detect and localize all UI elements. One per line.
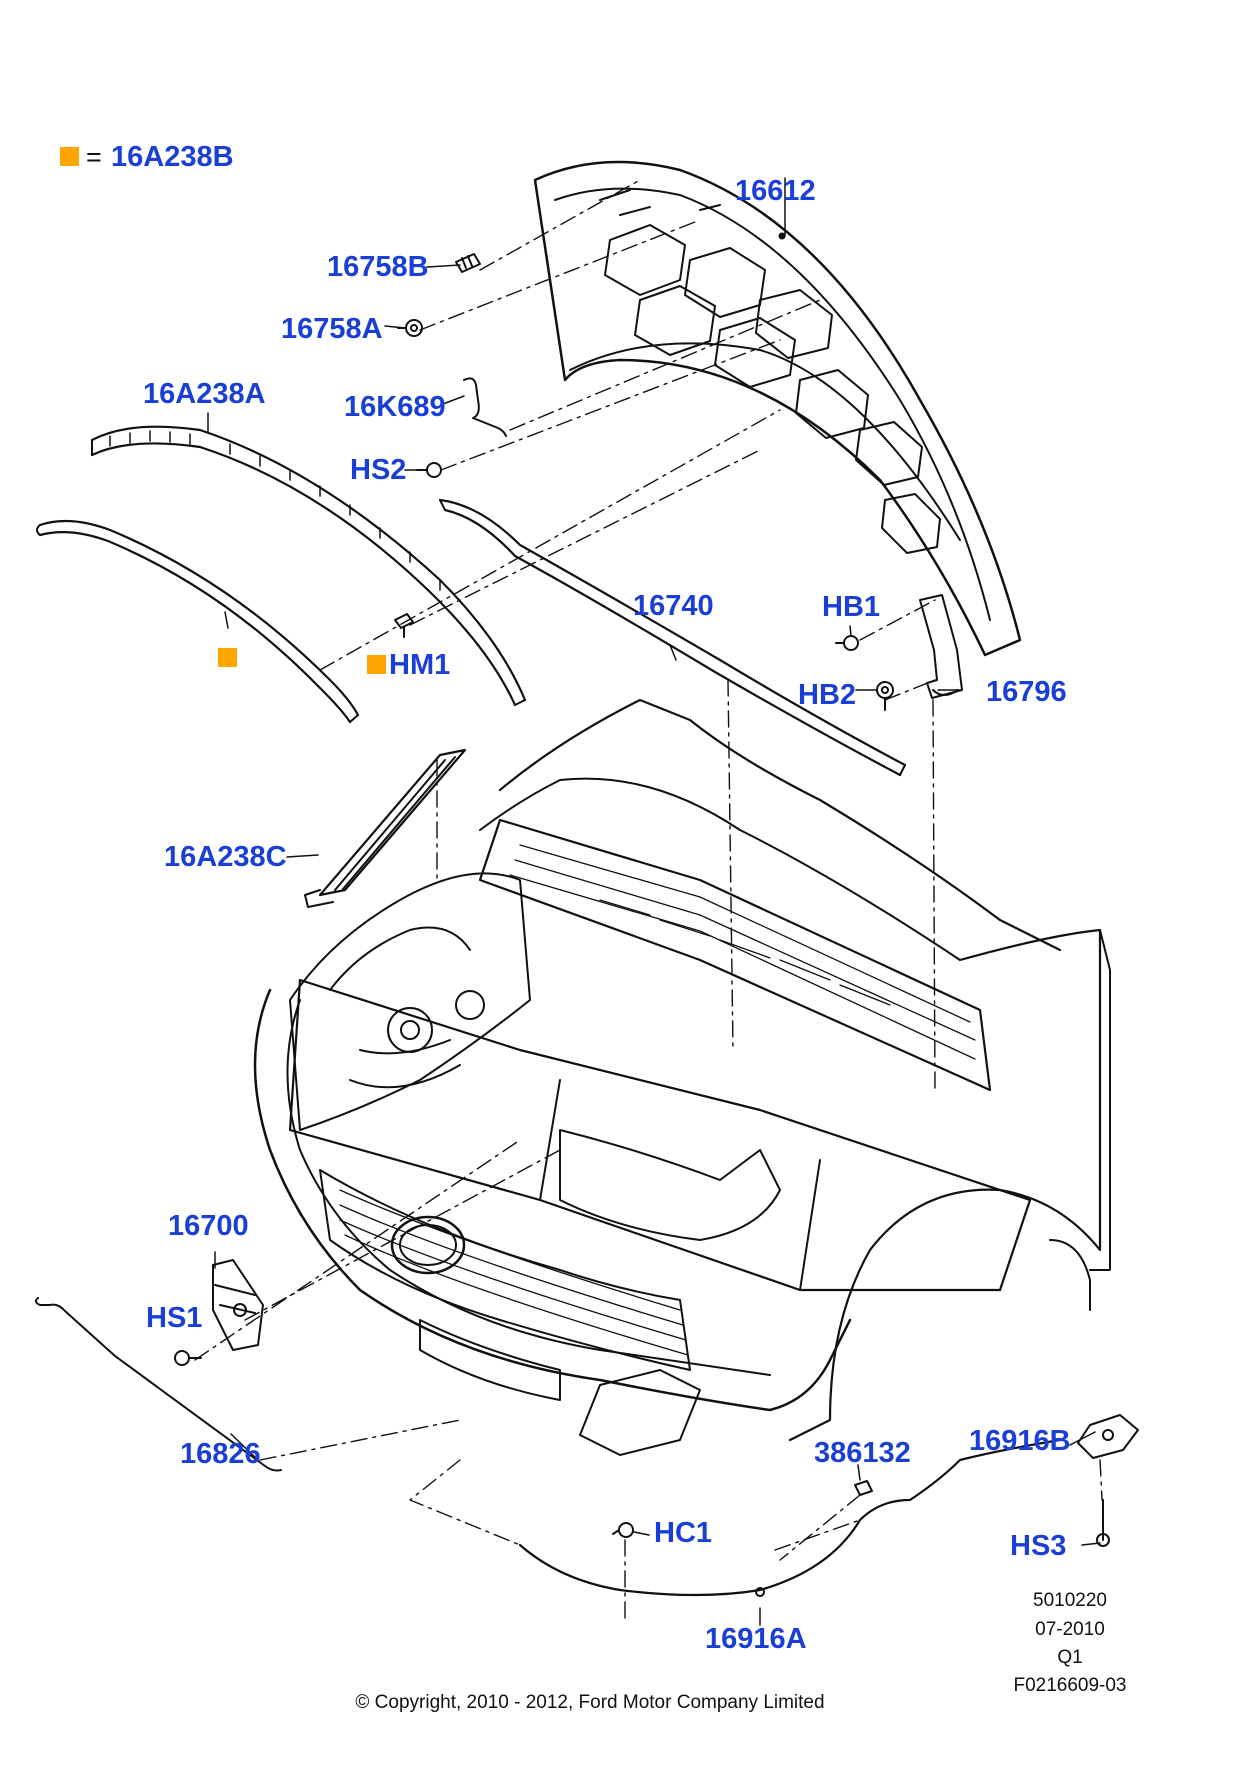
hinge-16796 [919,594,963,699]
drawing-reference: F0216609-03 [1013,1675,1127,1696]
latch-rod-16826 [34,1297,282,1472]
callout-16916a[interactable]: 16916A [705,1623,807,1655]
callout-16612[interactable]: 16612 [735,175,816,207]
clip-386132 [854,1480,873,1496]
hood-bumper-16758b [455,253,481,273]
release-handle-16916b [1077,1414,1139,1459]
hood-prop-rod-16k689 [463,377,507,437]
marker-hm1 [367,655,386,674]
latch-16700 [212,1259,264,1351]
legend-marker [60,147,79,166]
callout-hs1[interactable]: HS1 [146,1302,203,1334]
drawing-id: 5010220 [1033,1590,1107,1611]
callout-hb2[interactable]: HB2 [798,679,857,711]
clip-hm1 [394,613,414,638]
seal-16a238c [304,748,467,908]
seal-16a238a [90,425,527,707]
callout-16758a[interactable]: 16758A [281,313,383,345]
callout-16k689[interactable]: 16K689 [344,391,446,423]
callout-16796[interactable]: 16796 [986,676,1067,708]
callout-16740[interactable]: 16740 [633,590,714,622]
legend-equals: = [86,142,102,172]
callout-386132[interactable]: 386132 [814,1437,911,1469]
legend-part-label[interactable]: 16A238B [111,141,234,173]
callout-hm1[interactable]: HM1 [389,649,451,681]
drawing-revision: Q1 [1057,1647,1083,1668]
screw-hs3 [1096,1499,1110,1547]
bolt-hb1 [835,635,859,651]
drawing-date: 07-2010 [1035,1619,1105,1640]
hood-panel [533,160,1022,657]
callout-hb1[interactable]: HB1 [822,591,881,623]
callout-hs3[interactable]: HS3 [1010,1530,1067,1562]
callout-hc1[interactable]: HC1 [654,1517,713,1549]
callout-16a238a[interactable]: 16A238A [143,378,266,410]
callout-16700[interactable]: 16700 [168,1210,249,1242]
callout-16826[interactable]: 16826 [180,1438,261,1470]
callout-16a238c[interactable]: 16A238C [164,841,287,873]
callout-hs2[interactable]: HS2 [350,454,407,486]
callout-16758b[interactable]: 16758B [327,251,429,283]
copyright-notice: © Copyright, 2010 - 2012, Ford Motor Com… [355,1692,825,1713]
seal-16a238b [36,519,360,724]
seal-16740 [438,498,907,777]
clip-hc1 [612,1522,634,1538]
callout-16916b[interactable]: 16916B [969,1425,1071,1457]
release-cable-16916a [518,1438,1062,1597]
marker-16a238b [218,648,237,667]
bolt-hb2 [876,681,894,711]
vehicle-front-body [253,698,1111,1456]
